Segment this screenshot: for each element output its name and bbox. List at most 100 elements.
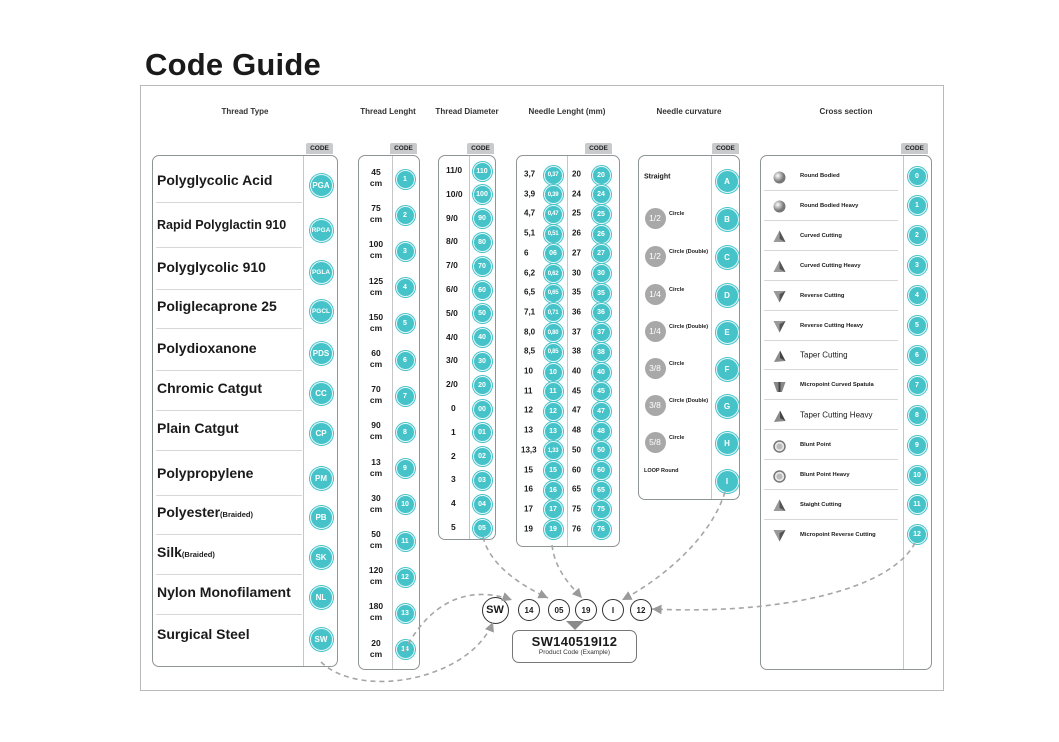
row-divider — [764, 459, 898, 461]
needle-length-value: 45 — [572, 386, 581, 396]
needle-length-code: 06 — [543, 244, 563, 264]
thread-length-code: 8 — [395, 422, 415, 442]
inverted-pyramid-icon — [773, 529, 786, 542]
thread-type-name: Poliglecaprone 25 — [157, 298, 277, 314]
curvature-code: F — [715, 357, 739, 381]
thread-length-code: 11 — [395, 531, 415, 551]
curvature-code: E — [715, 320, 739, 344]
thread-type-name: Polypropylene — [157, 465, 254, 481]
curvature-label: Circle (Double) — [669, 249, 709, 255]
inverted-pyramid-icon — [773, 290, 786, 303]
length-number: 180 — [368, 601, 384, 612]
length-unit: cm — [369, 648, 383, 659]
curvature-label: LOOP Round — [644, 468, 679, 474]
thread-length-code: 4 — [395, 278, 415, 298]
cross-section-label: Staight Cutting — [800, 501, 842, 508]
thread-type-code: PGLA — [309, 260, 333, 284]
needle-length-value: 48 — [572, 425, 581, 435]
length-number: 70 — [371, 384, 381, 395]
thread-type-name: Polyglycolic 910 — [157, 259, 266, 275]
pyramid-icon — [773, 260, 786, 273]
thread-length-code: 3 — [395, 241, 415, 261]
curvature-code: H — [715, 431, 739, 455]
example-part: 05 — [548, 599, 570, 621]
needle-length-code: 0,85 — [543, 342, 563, 362]
thread-type-name: Polyglycolic Acid — [157, 172, 273, 188]
needle-length-value: 38 — [572, 346, 581, 356]
needle-length-code: 0,71 — [543, 303, 563, 323]
needle-length-value: 16 — [524, 484, 533, 494]
curvature-label: Circle — [669, 287, 685, 293]
thread-length-code: 1 — [395, 169, 415, 189]
heading-thread-diameter: Thread Diameter — [435, 107, 499, 116]
cross-section-label: Blunt Point Heavy — [800, 472, 850, 478]
length-number: 20 — [371, 637, 381, 648]
needle-length-value: 15 — [524, 465, 533, 474]
needle-length-value: 10 — [524, 366, 533, 376]
guide-frame — [140, 85, 944, 691]
needle-length-code: 40 — [591, 362, 611, 382]
length-number: 100 — [368, 239, 384, 250]
cross-section-label: Round Bodied — [800, 173, 840, 179]
cross-section-code: 6 — [907, 345, 927, 365]
row-divider — [156, 450, 302, 451]
cross-section-label: Round Bodied Heavy — [800, 202, 859, 209]
row-divider — [764, 309, 898, 311]
curvature-code: B — [715, 207, 739, 231]
inverted-pyramid-icon — [773, 320, 786, 333]
cross-section-label: Taper Cutting — [800, 350, 848, 360]
needle-length-code: 76 — [591, 520, 611, 540]
thread-type-label: Plain Catgut — [157, 420, 239, 436]
needle-length-code: 60 — [591, 461, 611, 480]
thread-type-name: Chromic Catgut — [157, 380, 262, 396]
curvature-code: G — [715, 394, 739, 418]
curvature-code: D — [715, 283, 739, 307]
needle-length-code: 27 — [591, 244, 611, 264]
thread-diameter-value: 7/0 — [446, 260, 458, 271]
page-title: Code Guide — [145, 47, 321, 82]
thread-type-code: RPGA — [309, 218, 333, 242]
thread-diameter-code: 100 — [472, 185, 492, 205]
thread-diameter-value: 1 — [451, 426, 456, 437]
thread-type-label: Polyglycolic Acid — [157, 172, 272, 188]
needle-length-code: 0,39 — [543, 185, 563, 205]
thread-type-suffix: (Braided) — [220, 510, 253, 519]
cross-section-label: Curved Cutting Heavy — [800, 262, 861, 269]
thread-type-panel — [152, 155, 338, 667]
needle-length-value: 8,0 — [524, 327, 536, 337]
heading-thread-length: Thread Lenght — [360, 107, 416, 116]
curvature-code: I — [715, 469, 739, 493]
code-tag: CODE — [712, 143, 739, 154]
heading-needle-length: Needle Lenght (mm) — [528, 107, 606, 116]
pyramid-icon — [773, 499, 786, 512]
needle-length-value: 13 — [524, 425, 533, 435]
thread-type-name: Nylon Monofilament — [157, 584, 291, 600]
needle-length-value: 3,7 — [524, 169, 536, 179]
curvature-fraction: 1/4 — [644, 283, 666, 305]
thread-type-label: Polyglycolic 910 — [157, 259, 266, 275]
row-divider — [764, 489, 898, 490]
thread-type-code: SK — [309, 545, 333, 569]
code-tag: CODE — [390, 143, 417, 154]
thread-diameter-code: 04 — [472, 494, 492, 514]
length-number: 90 — [371, 420, 381, 431]
cross-section-code: 5 — [907, 316, 927, 335]
needle-length-value: 47 — [572, 405, 581, 415]
curvature-fraction: 1/4 — [644, 320, 666, 342]
needle-length-code: 37 — [591, 323, 611, 343]
cross-section-label: Curved Cutting — [800, 232, 842, 239]
curvature-code: C — [715, 245, 739, 269]
thread-type-name: Plain Catgut — [157, 420, 239, 436]
thread-length-code: 13 — [395, 603, 415, 623]
thread-type-code: PDS — [309, 341, 333, 365]
length-unit: cm — [369, 503, 383, 514]
code-tag: CODE — [306, 143, 333, 154]
